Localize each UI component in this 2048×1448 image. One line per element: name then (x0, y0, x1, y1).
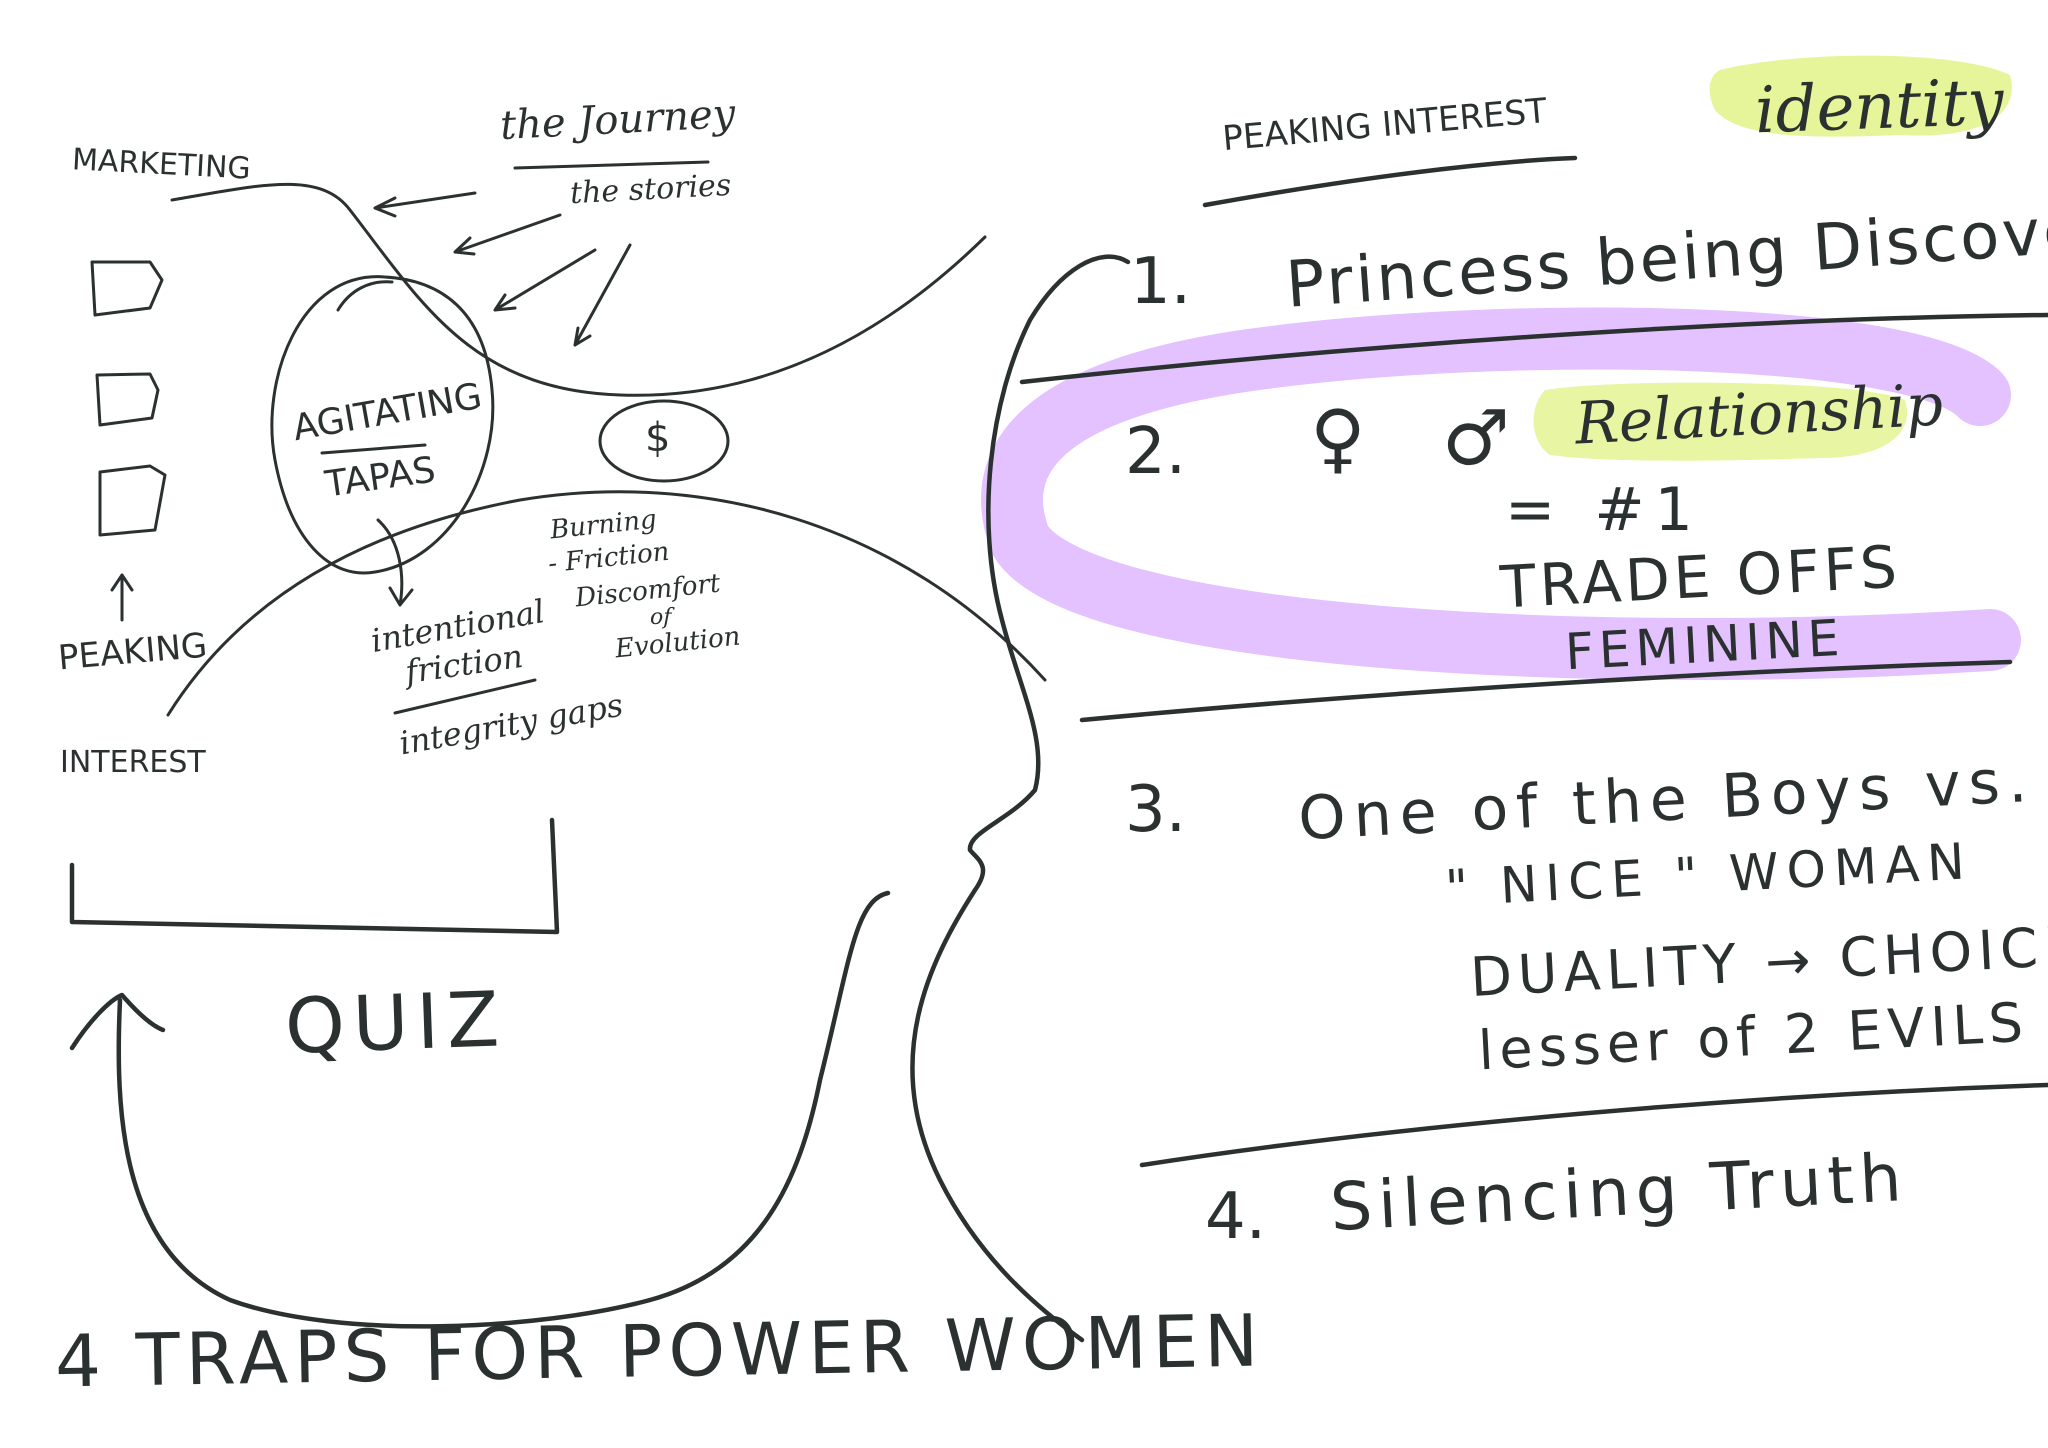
checkbox-2 (95, 372, 160, 427)
item-2-number: 2. (1125, 415, 1187, 489)
divider-1 (1019, 312, 2048, 385)
equals-number-one: = #1 (1505, 475, 1703, 545)
of-small-label: of (650, 605, 672, 630)
interest-curve (166, 490, 1047, 717)
marketing-curve (170, 182, 987, 397)
arrow-journey-4 (573, 243, 632, 347)
arrow-journey-2 (453, 213, 562, 256)
interest-label: INTEREST (60, 745, 206, 780)
quiz-label: QUIZ (283, 974, 509, 1071)
checkbox-1 (90, 260, 164, 317)
main-title: 4 TRAPS FOR POWER WOMEN (54, 1298, 1265, 1404)
identity-label: identity (1753, 65, 2005, 149)
marketing-label: MARKETING (71, 142, 252, 187)
relationship-label: Relationship (1573, 370, 1945, 458)
agitating-underline (320, 443, 427, 455)
face-profile (910, 254, 1131, 1343)
loop-arrow (116, 890, 891, 1329)
dollar-circle (598, 399, 730, 483)
arrow-peaking-up (110, 573, 134, 622)
feminine-label: FEMININE (1563, 608, 1846, 682)
integrity-gaps-underline (393, 678, 537, 715)
dollar-symbol: $ (645, 415, 671, 461)
item-3-number: 3. (1125, 773, 1187, 847)
gender-symbols: ♀ ♂ (1310, 393, 1536, 482)
tapas-circle (270, 275, 495, 575)
tapas-circle-tail (336, 280, 394, 312)
highlight-relationship-ring (981, 307, 2021, 681)
divider-2 (1079, 659, 2013, 723)
peaking-interest-underline (1202, 155, 1578, 208)
stories-label: the stories (569, 167, 733, 212)
quiz-bracket (69, 817, 560, 935)
checkbox-3 (98, 464, 167, 537)
item-1-number: 1. (1130, 245, 1192, 319)
journey-underline (513, 160, 710, 170)
loop-arrow-head (69, 992, 166, 1051)
arrow-tapas-down (376, 518, 414, 607)
highlight-relationship-word (1533, 382, 1908, 461)
arrow-journey-1 (373, 191, 477, 218)
item-4-number: 4. (1205, 1180, 1267, 1254)
divider-3 (1139, 1082, 2048, 1168)
highlight-identity (1709, 55, 2012, 137)
journey-label: the Journey (498, 90, 737, 150)
arrow-journey-3 (493, 248, 597, 312)
